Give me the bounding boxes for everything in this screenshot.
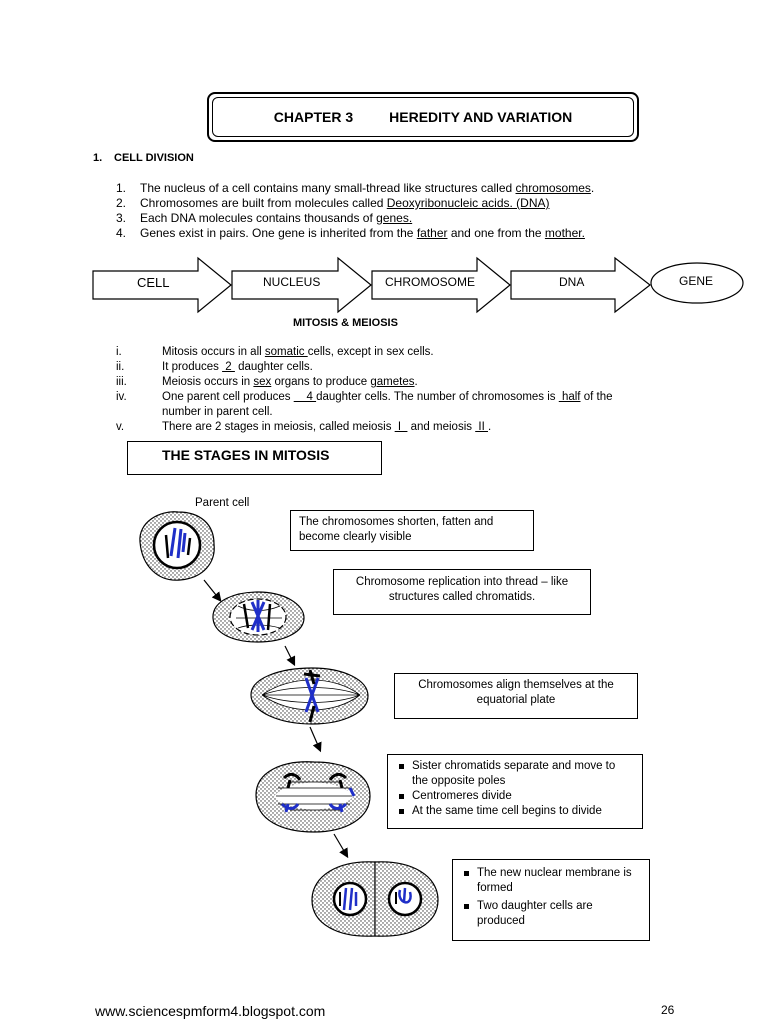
flow-ellipse-gene [650, 262, 744, 304]
list-item: v. There are 2 stages in meiosis, called… [116, 421, 492, 433]
item-text: Chromosomes are built from molecules cal… [140, 196, 550, 210]
section-title: CELL DIVISION [114, 152, 194, 164]
section-heading: 1. CELL DIVISION [93, 152, 194, 164]
list-item: Two daughter cells are produced [464, 899, 641, 929]
list-item: At the same time cell begins to divide [399, 804, 634, 819]
flow-label-chromosome: CHROMOSOME [385, 275, 475, 289]
stage-5-note: The new nuclear membrane is formed Two d… [452, 859, 650, 941]
list-item: 3. Each DNA molecules contains thousands… [116, 211, 594, 226]
item-text: The nucleus of a cell contains many smal… [140, 181, 595, 195]
page-number: 26 [661, 1003, 675, 1017]
stage-2-note: Chromosome replication into thread – lik… [333, 569, 591, 615]
list-item: 1. The nucleus of a cell contains many s… [116, 181, 594, 196]
stage-4-cell [255, 761, 371, 833]
chapter-title-box: CHAPTER 3 HEREDITY AND VARIATION [207, 92, 639, 142]
stage-4-note: Sister chromatids separate and move to t… [387, 754, 643, 829]
item-number: 2. [116, 196, 127, 210]
flow-arrow-cell [92, 256, 232, 314]
chapter-title: HEREDITY AND VARIATION [389, 109, 573, 125]
key-term: chromosomes [515, 181, 591, 195]
flow-arrow-chromosome [371, 256, 511, 314]
list-item: iii. Meiosis occurs in sex organs to pro… [116, 376, 418, 388]
mitosis-stages-diagram [139, 511, 439, 937]
list-item: ii. It produces 2 daughter cells. [116, 361, 313, 373]
stage-3-cell [250, 667, 369, 725]
key-term: mother. [544, 226, 585, 240]
item-text: Each DNA molecules contains thousands of… [140, 211, 413, 225]
footer-url: www.sciencespmform4.blogspot.com [95, 1003, 326, 1019]
stage-1-cell [139, 511, 215, 581]
chapter-number: CHAPTER 3 [273, 109, 354, 125]
list-item: iv. One parent cell produces 4 daughter … [116, 391, 613, 418]
key-term: Deoxyribonucleic acids. (DNA) [386, 196, 550, 210]
parent-cell-label: Parent cell [195, 497, 250, 509]
flow-arrow-dna [510, 256, 651, 314]
flow-arrow-nucleus [231, 256, 372, 314]
list-item: Centromeres divide [399, 789, 634, 804]
list-item: The new nuclear membrane is formed [464, 866, 641, 896]
flow-label-dna: DNA [559, 275, 585, 289]
flow-label-nucleus: NUCLEUS [263, 275, 321, 289]
facts-list: 1. The nucleus of a cell contains many s… [116, 181, 594, 241]
list-item: Sister chromatids separate and move to t… [399, 759, 634, 789]
item-number: 1. [116, 181, 127, 195]
item-text: Genes exist in pairs. One gene is inheri… [140, 226, 585, 240]
key-term: father [416, 226, 448, 240]
item-number: 4. [116, 226, 127, 240]
stage-3-note: Chromosomes align themselves at the equa… [394, 673, 638, 719]
stage-1-note: The chromosomes shorten, fatten and beco… [290, 510, 534, 551]
hierarchy-flow-diagram [92, 256, 744, 314]
mitosis-meiosis-heading: MITOSIS & MEIOSIS [293, 317, 398, 329]
list-item: i. Mitosis occurs in all somatic cells, … [116, 346, 434, 358]
flow-label-cell: CELL [137, 275, 170, 290]
mitosis-meiosis-list: i. Mitosis occurs in all somatic cells, … [116, 345, 686, 435]
stages-heading: THE STAGES IN MITOSIS [127, 441, 382, 475]
stage-2-cell [212, 591, 305, 643]
flow-label-gene: GENE [679, 274, 714, 288]
stage-5-cells [311, 861, 439, 937]
key-term: genes. [376, 211, 413, 225]
section-number: 1. [93, 152, 103, 164]
item-number: 3. [116, 211, 127, 225]
list-item: 4. Genes exist in pairs. One gene is inh… [116, 226, 594, 241]
list-item: 2. Chromosomes are built from molecules … [116, 196, 594, 211]
